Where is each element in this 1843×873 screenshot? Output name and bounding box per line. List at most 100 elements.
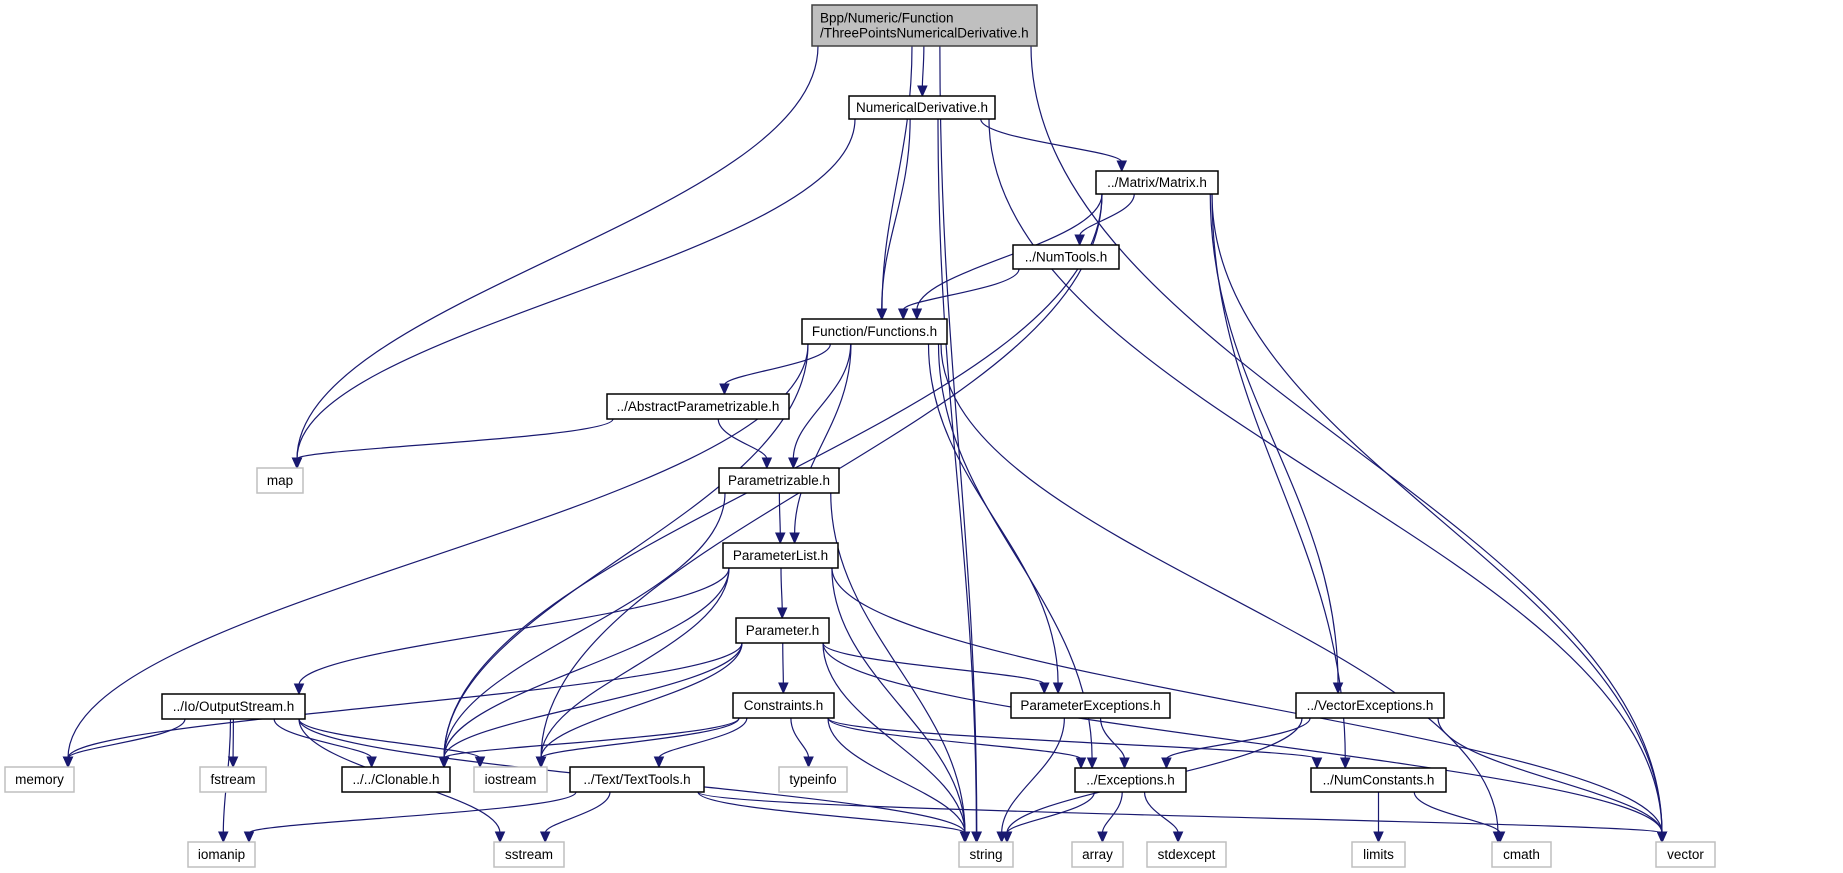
node-label: map	[267, 473, 293, 488]
edge-constraints-to-texttools	[658, 717, 748, 759]
node-box	[493, 841, 565, 868]
arrowhead-icon	[1340, 757, 1351, 770]
node-label: ../Exceptions.h	[1086, 773, 1175, 788]
edge-parameter-to-paramexc	[822, 642, 1045, 685]
node-label: ../Io/OutputStream.h	[173, 699, 295, 714]
edge-numderiv-to-string	[937, 118, 977, 834]
arrowhead-icon	[1494, 831, 1506, 844]
arrowhead-icon	[1052, 682, 1064, 695]
node-abspar[interactable]: ../AbstractParametrizable.h	[606, 393, 790, 420]
edge-paramlist-to-vector	[831, 567, 1663, 834]
node-vecexc[interactable]: ../VectorExceptions.h	[1295, 692, 1445, 719]
node-label: ../AbstractParametrizable.h	[617, 399, 780, 414]
edge-root-to-string	[939, 45, 978, 834]
node-label: ../Matrix/Matrix.h	[1107, 175, 1207, 190]
node-label: cmath	[1503, 847, 1540, 862]
edge-abspar-to-parametrizable	[717, 418, 768, 460]
edge-functions-to-paramexc	[927, 343, 1059, 685]
arrowhead-icon	[653, 756, 665, 769]
node-box	[473, 766, 548, 793]
node-box	[778, 766, 848, 793]
edge-parametrizable-to-clonable	[443, 492, 726, 759]
node-label: ../NumConstants.h	[1323, 773, 1435, 788]
node-box	[735, 617, 830, 644]
node-functions[interactable]: Function/Functions.h	[801, 318, 948, 345]
arrowhead-icon	[1116, 160, 1128, 173]
node-box	[1146, 841, 1227, 868]
node-box	[569, 766, 705, 793]
arrowhead-icon	[539, 831, 551, 844]
arrowhead-icon	[778, 682, 789, 695]
node-label: Parametrizable.h	[728, 473, 830, 488]
edge-numderiv-to-matrix	[980, 118, 1123, 163]
node-label: typeinfo	[789, 772, 836, 787]
arrowhead-icon	[1172, 831, 1184, 844]
node-numderiv[interactable]: NumericalDerivative.h	[848, 95, 996, 120]
edge-outputstream-to-iostream	[298, 718, 481, 759]
edge-parameter-to-string	[822, 642, 966, 834]
edge-root-to-vector	[1030, 45, 1663, 834]
arrowhead-icon	[1075, 757, 1087, 770]
arrowhead-icon	[1097, 831, 1108, 844]
node-matrix[interactable]: ../Matrix/Matrix.h	[1095, 170, 1219, 195]
edge-matrix-to-numconst	[1211, 193, 1346, 760]
edge-parameter-to-iostream	[540, 642, 743, 759]
node-root[interactable]: Bpp/Numeric/Function/ThreePointsNumerica…	[811, 4, 1038, 47]
arrowhead-icon	[62, 756, 74, 769]
node-box	[1351, 841, 1406, 868]
edge-paramexc-to-exceptions	[1099, 717, 1126, 760]
edge-root-to-numderiv	[921, 45, 925, 88]
edge-paramlist-to-parameter	[780, 567, 783, 610]
node-paramlist[interactable]: ParameterList.h	[722, 542, 839, 569]
edges-layer	[62, 45, 1668, 844]
node-exceptions[interactable]: ../Exceptions.h	[1074, 767, 1187, 793]
node-label: iomanip	[198, 847, 245, 862]
edge-paramlist-to-string	[831, 567, 966, 834]
edge-constraints-to-numconst	[827, 717, 1318, 760]
edge-exceptions-to-array	[1101, 791, 1123, 834]
node-box	[801, 318, 948, 345]
edge-exceptions-to-stdexcept	[1143, 791, 1179, 834]
arrowhead-icon	[911, 308, 923, 321]
edge-matrix-to-vector	[1211, 193, 1663, 834]
node-paramexc[interactable]: ParameterExceptions.h	[1010, 692, 1171, 719]
node-box	[1310, 767, 1447, 793]
edge-constraints-to-clonable	[443, 717, 740, 759]
node-texttools[interactable]: ../Text/TextTools.h	[569, 766, 705, 793]
node-parameter[interactable]: Parameter.h	[735, 617, 830, 644]
node-box	[161, 693, 306, 720]
arrowhead-icon	[1656, 831, 1668, 844]
node-outputstream[interactable]: ../Io/OutputStream.h	[161, 693, 306, 720]
edge-constraints-to-string	[827, 717, 966, 834]
node-constraints[interactable]: Constraints.h	[732, 692, 835, 719]
node-box	[1071, 841, 1124, 868]
arrowhead-icon	[776, 607, 788, 620]
node-box	[187, 841, 256, 868]
node-numconst[interactable]: ../NumConstants.h	[1310, 767, 1447, 793]
node-numtools[interactable]: ../NumTools.h	[1012, 244, 1120, 270]
arrowhead-icon	[227, 756, 239, 769]
arrowhead-icon	[789, 532, 800, 545]
nodes-layer: Bpp/Numeric/Function/ThreePointsNumerica…	[4, 4, 1716, 868]
node-iomanip: iomanip	[187, 841, 256, 868]
edge-constraints-to-exceptions	[827, 717, 1082, 760]
arrowhead-icon	[1161, 757, 1172, 770]
edge-root-to-functions	[881, 45, 913, 311]
arrowhead-icon	[761, 457, 773, 470]
node-clonable[interactable]: ../../Clonable.h	[341, 766, 451, 793]
node-parametrizable[interactable]: Parametrizable.h	[718, 467, 840, 494]
arrowhead-icon	[366, 756, 377, 769]
edge-matrix-to-functions	[916, 193, 1103, 311]
edge-vecexc-to-exceptions	[1165, 717, 1311, 760]
edge-parameter-to-clonable	[443, 642, 743, 759]
node-label: memory	[15, 772, 64, 787]
edge-exceptions-to-string	[1006, 791, 1095, 834]
node-label: Constraints.h	[744, 698, 824, 713]
node-limits: limits	[1351, 841, 1406, 868]
node-label: ../NumTools.h	[1025, 250, 1108, 265]
node-label: ../VectorExceptions.h	[1307, 698, 1434, 713]
arrowhead-icon	[494, 831, 506, 844]
edge-functions-to-abspar	[723, 343, 831, 386]
node-box	[732, 692, 835, 719]
